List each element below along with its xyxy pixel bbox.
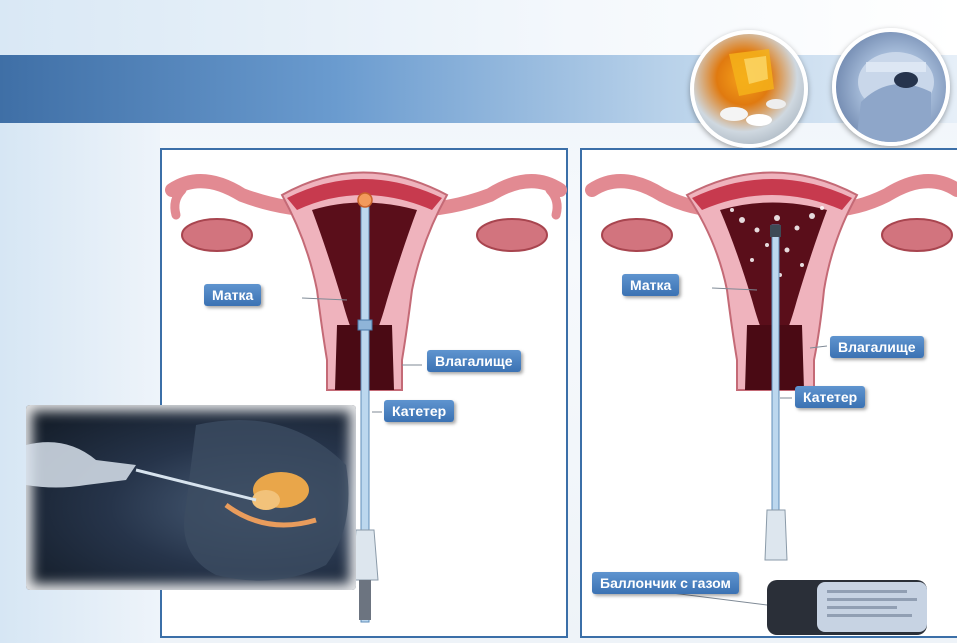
catheter-label: Катетер — [795, 386, 865, 408]
gas-canister-label: Баллончик с газом — [592, 572, 739, 594]
vagina-label: Влагалище — [830, 336, 924, 358]
uterus-label: Матка — [622, 274, 679, 296]
header-banner — [0, 55, 957, 123]
top-background — [0, 0, 957, 55]
right-uterus-diagram — [582, 150, 957, 640]
procedure-illustration-icon — [26, 405, 356, 590]
catheter-label: Катетер — [384, 400, 454, 422]
vagina-label: Влагалище — [427, 350, 521, 372]
uterus-label: Матка — [204, 284, 261, 306]
pills-photo-icon — [690, 30, 808, 148]
surgeon-photo-icon — [832, 28, 950, 146]
right-diagram-panel: Матка Влагалище Катетер Баллончик с газо… — [580, 148, 957, 638]
